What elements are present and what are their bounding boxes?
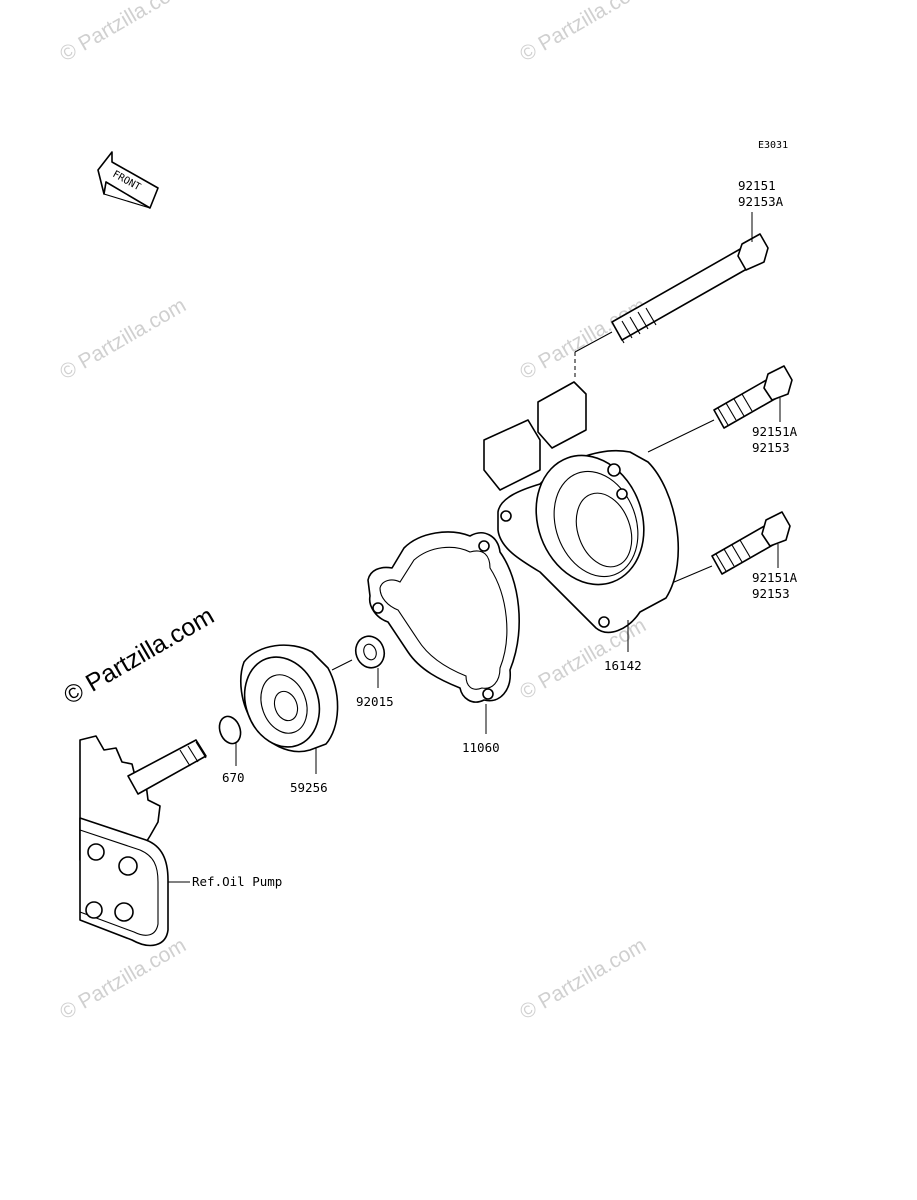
bolt-top [574, 212, 769, 380]
label-92153a: 92153A [738, 194, 784, 209]
label-92015: 92015 [356, 694, 394, 709]
watermark: © Partzilla.com [56, 934, 190, 1025]
pump-cover [483, 381, 679, 652]
watermark: © Partzilla.com [516, 294, 650, 385]
label-670: 670 [222, 770, 245, 785]
label-92151a-2: 92151A [752, 570, 798, 585]
o-ring [218, 715, 242, 766]
bolt-middle [647, 365, 793, 453]
gasket [367, 531, 520, 734]
watermark: © Partzilla.com [56, 0, 190, 66]
label-92151a: 92151A [752, 424, 798, 439]
impeller [240, 644, 339, 774]
oil-pump-ref [79, 735, 207, 947]
label-59256: 59256 [290, 780, 328, 795]
washer [331, 635, 386, 688]
label-92153-2: 92153 [752, 586, 790, 601]
watermark: © Partzilla.com [516, 934, 650, 1025]
watermark: © Partzilla.com [516, 0, 650, 66]
watermark: © Partzilla.com [56, 294, 190, 385]
label-11060: 11060 [462, 740, 500, 755]
diagram-code: E3031 [758, 140, 788, 151]
label-16142: 16142 [604, 658, 642, 673]
watermark-main: © Partzilla.com [59, 602, 219, 710]
bolt-bottom [659, 511, 791, 589]
label-92153: 92153 [752, 440, 790, 455]
label-92151: 92151 [738, 178, 776, 193]
front-arrow-icon: FRONT [97, 151, 159, 209]
label-ref-oil-pump: Ref.Oil Pump [192, 874, 282, 889]
